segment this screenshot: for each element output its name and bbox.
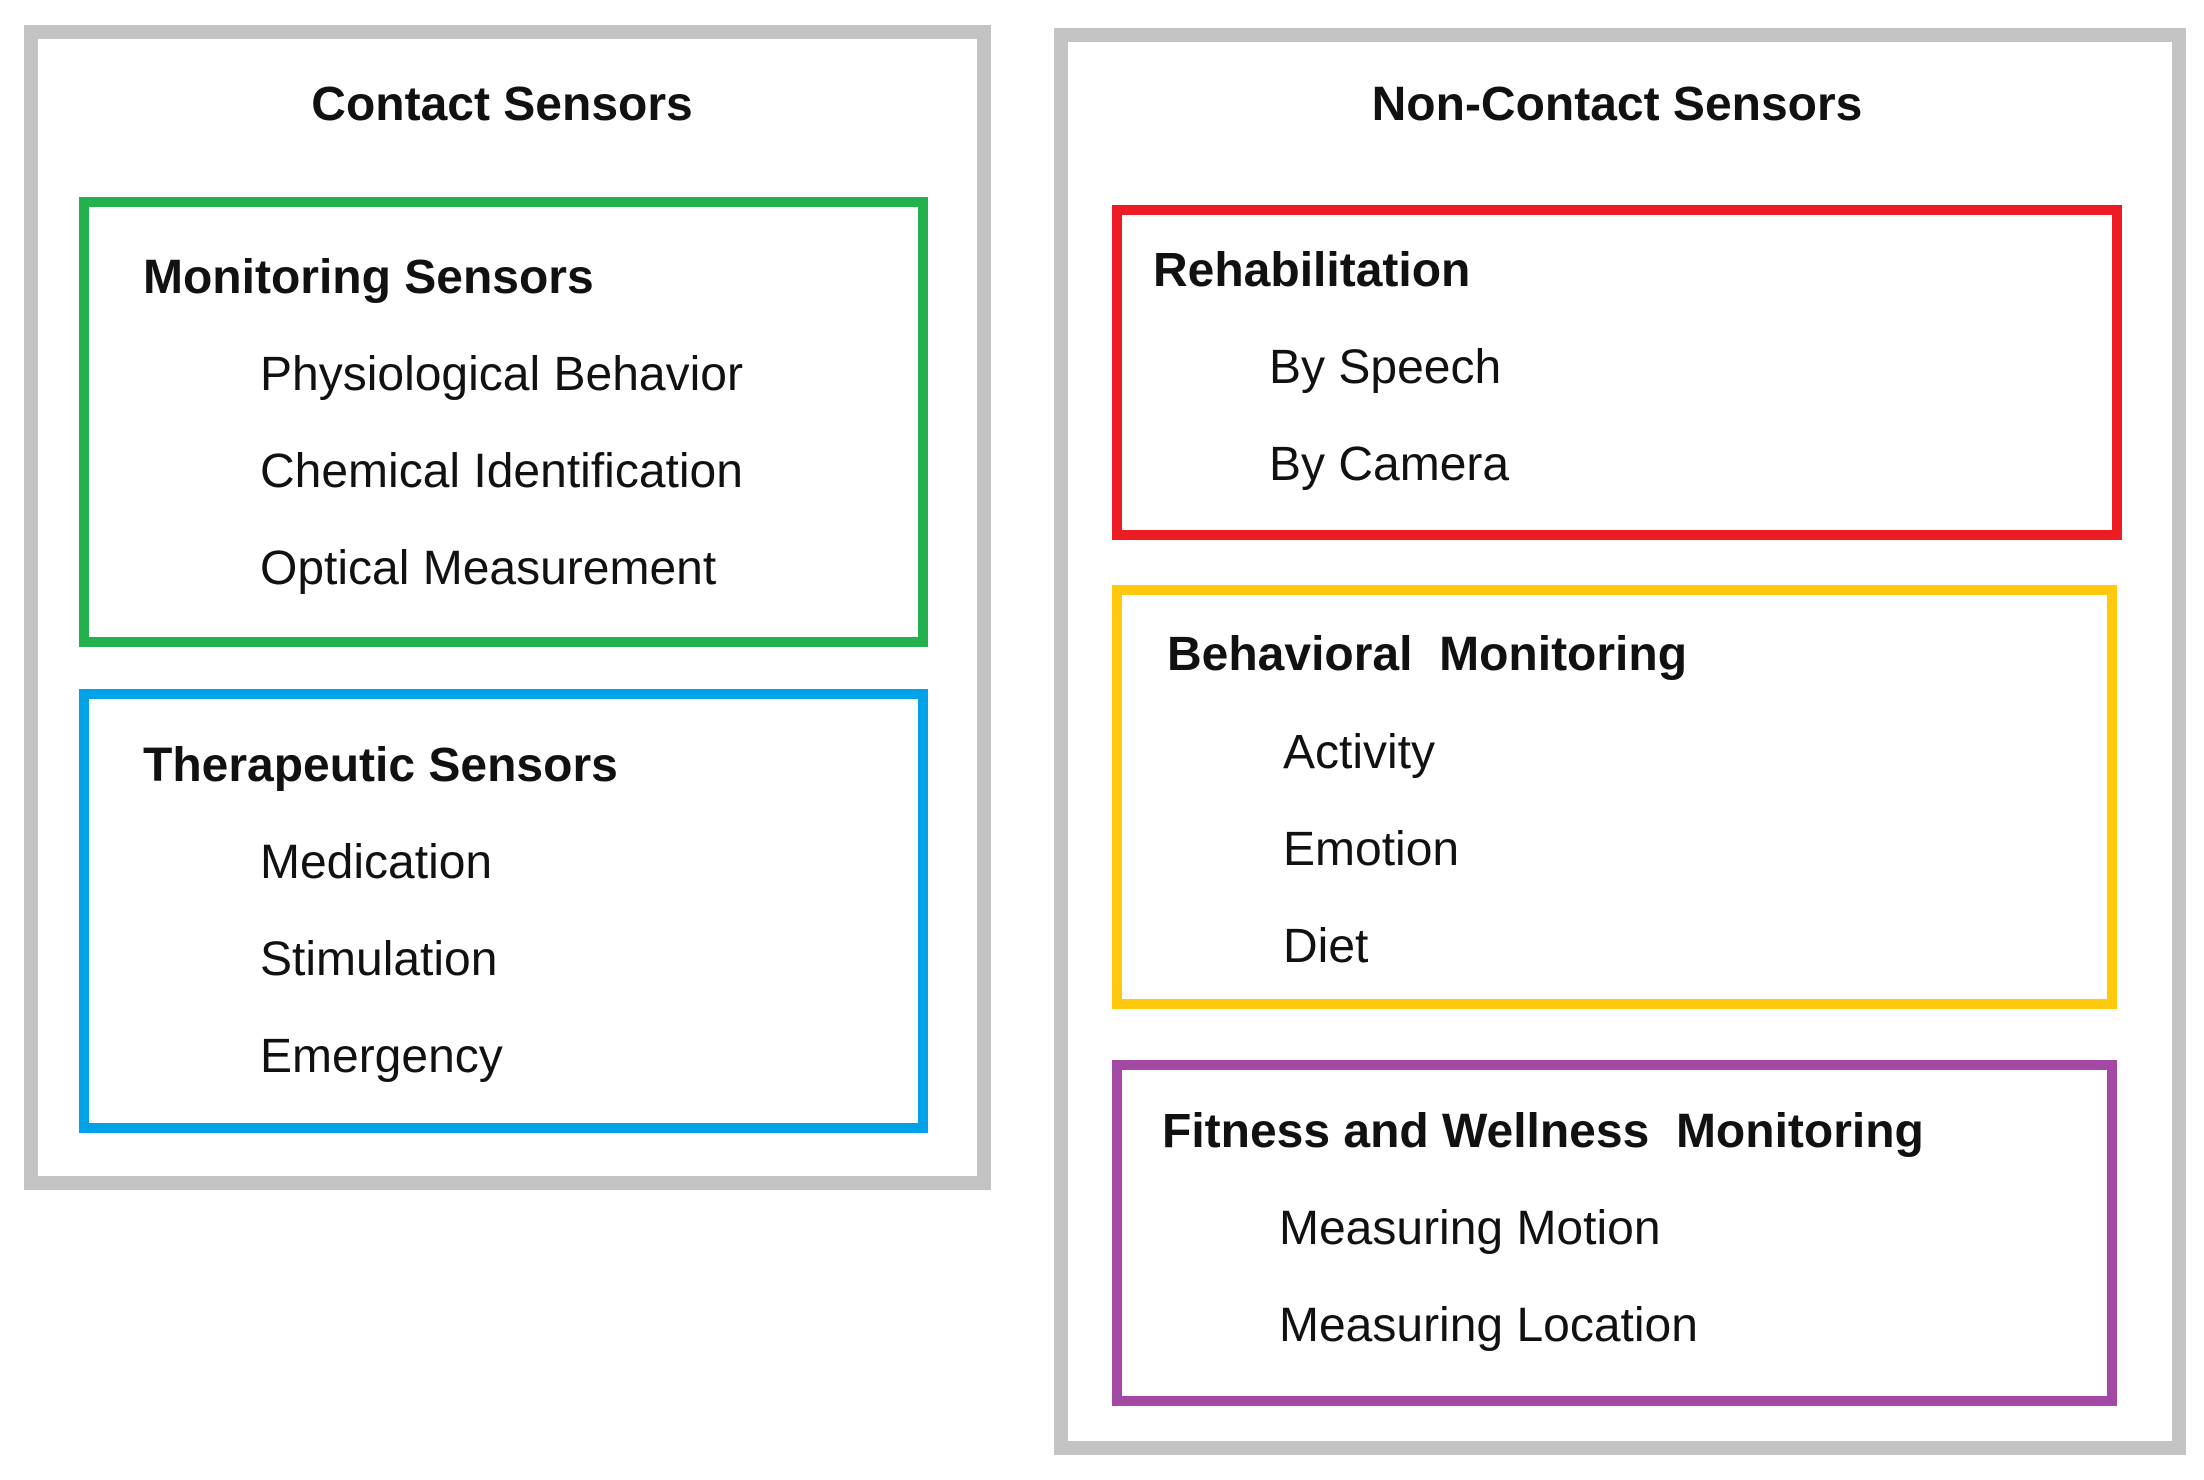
list-item: Stimulation <box>260 933 498 986</box>
therapeutic-sensors-heading: Therapeutic Sensors <box>143 739 618 792</box>
list-item: Measuring Location <box>1279 1299 1698 1352</box>
monitoring-sensors-heading: Monitoring Sensors <box>143 251 594 304</box>
rehabilitation-heading: Rehabilitation <box>1153 244 1471 297</box>
monitoring-sensors-box <box>79 197 928 647</box>
list-item: Emergency <box>260 1030 503 1083</box>
therapeutic-sensors-box <box>79 689 928 1133</box>
rehabilitation-box <box>1112 205 2122 540</box>
fitness-wellness-heading: Fitness and Wellness Monitoring <box>1162 1105 1924 1158</box>
behavioral-monitoring-heading: Behavioral Monitoring <box>1167 628 1688 681</box>
list-item: Diet <box>1283 920 1369 973</box>
list-item: Measuring Motion <box>1279 1202 1661 1255</box>
non-contact-sensors-title: Non-Contact Sensors <box>1371 78 1863 131</box>
list-item: Optical Measurement <box>260 542 717 595</box>
fitness-wellness-box <box>1112 1060 2117 1406</box>
list-item: Medication <box>260 836 493 889</box>
contact-sensors-title: Contact Sensors <box>311 78 693 131</box>
list-item: By Speech <box>1269 341 1502 394</box>
list-item: Physiological Behavior <box>260 348 743 401</box>
list-item: By Camera <box>1269 438 1510 491</box>
list-item: Chemical Identification <box>260 445 743 498</box>
behavioral-monitoring-box <box>1112 585 2117 1009</box>
non-contact-sensors-panel <box>1054 28 2186 1455</box>
list-item: Emotion <box>1283 823 1460 876</box>
contact-sensors-panel <box>24 25 991 1190</box>
list-item: Activity <box>1283 726 1436 779</box>
